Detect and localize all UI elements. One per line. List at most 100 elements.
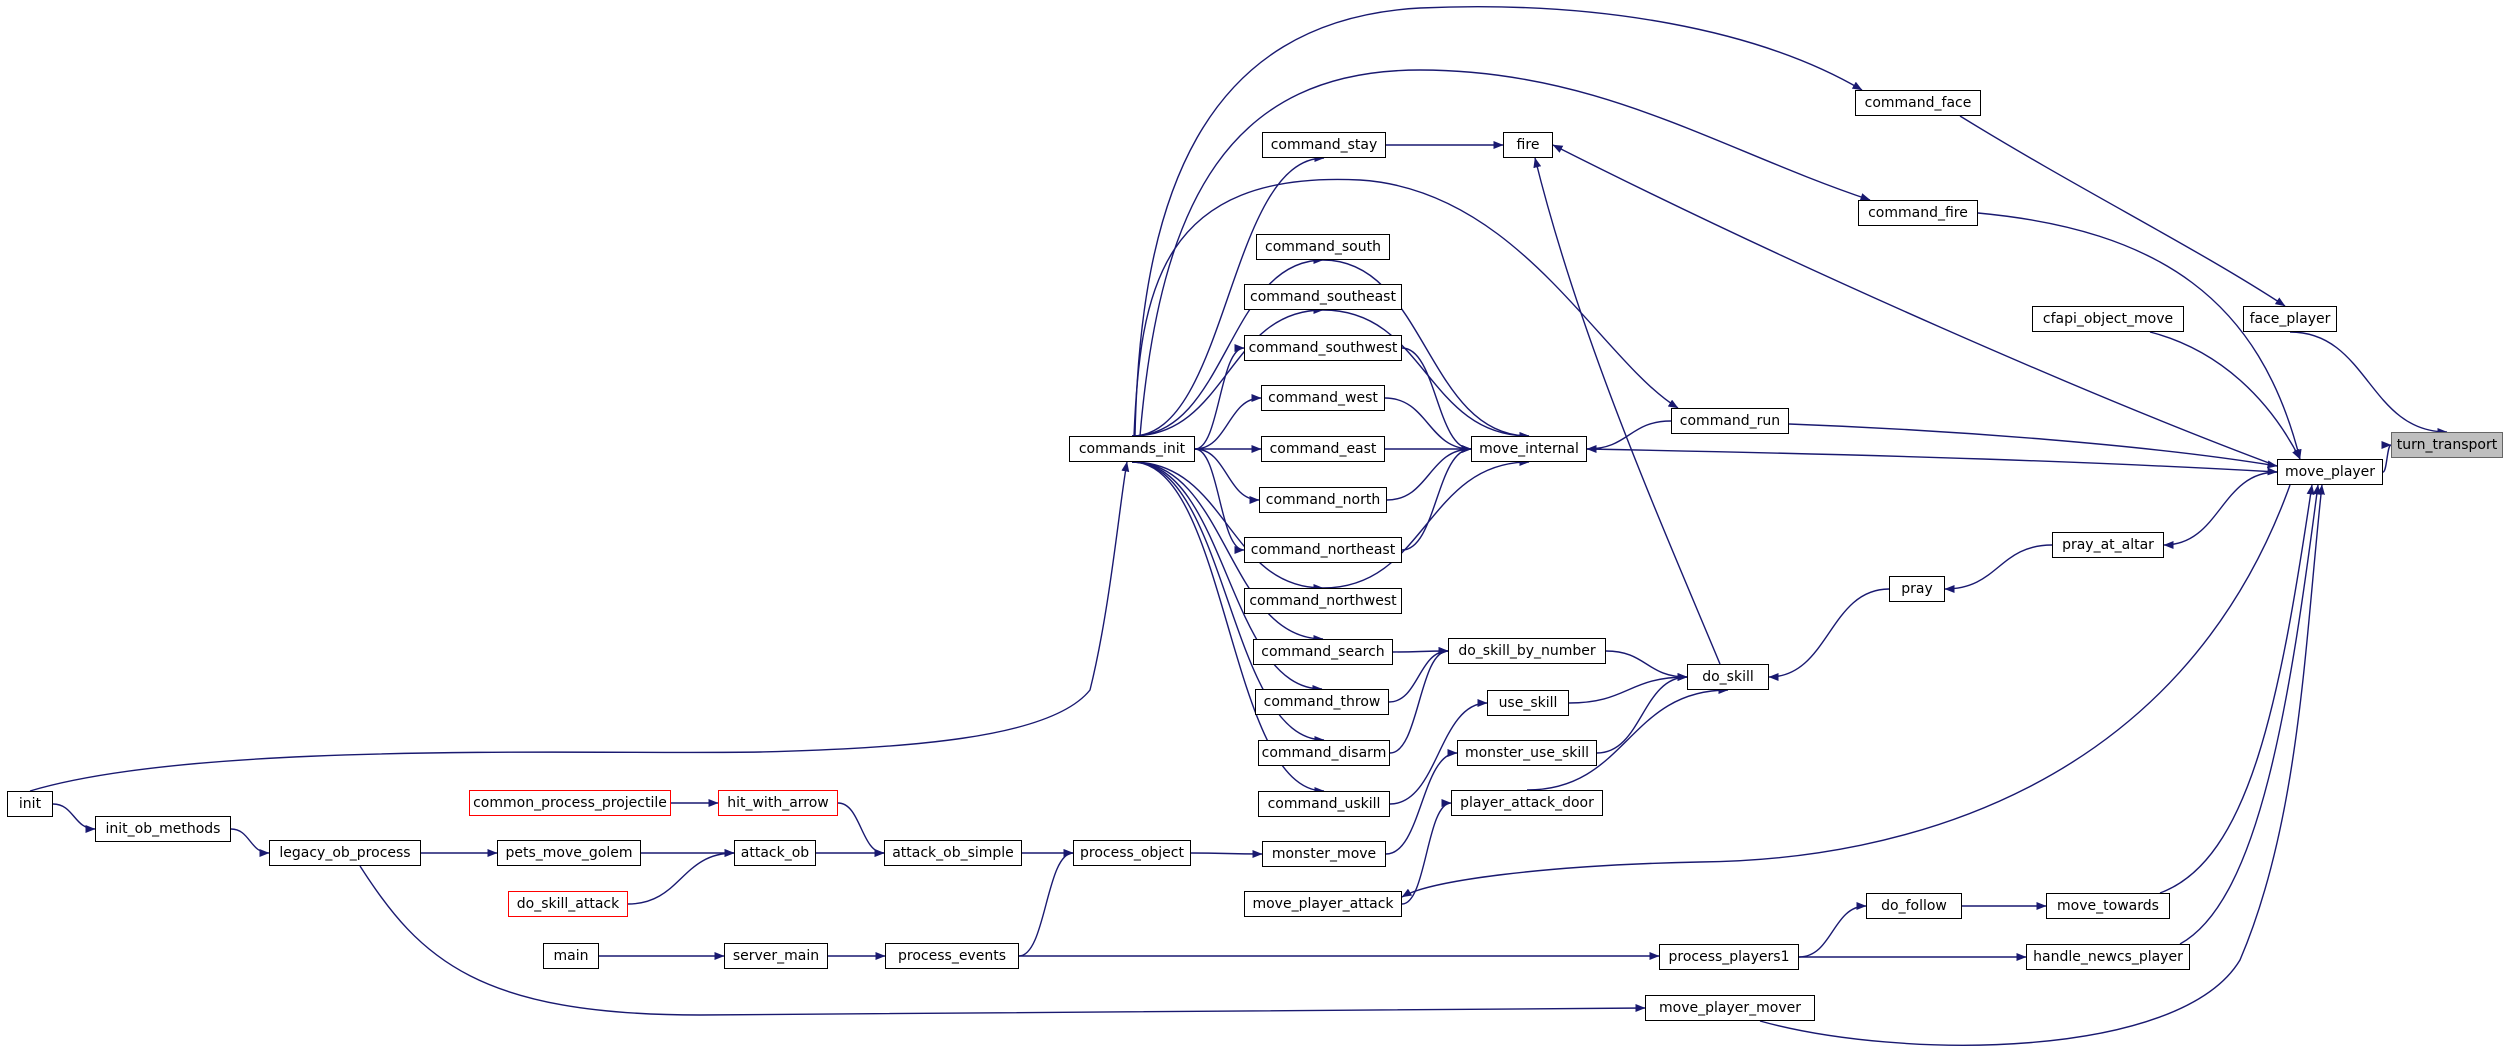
- node-do_skill[interactable]: do_skill: [1687, 664, 1769, 690]
- edge-use_skill-to-do_skill: [1568, 673, 1688, 704]
- edge-commands_init-to-command_face: [1134, 6, 1863, 437]
- node-command_southwest[interactable]: command_southwest: [1244, 335, 1402, 361]
- node-commands_init[interactable]: commands_init: [1069, 436, 1195, 462]
- node-process_players1[interactable]: process_players1: [1659, 944, 1799, 970]
- node-command_throw[interactable]: command_throw: [1255, 689, 1389, 715]
- edge-command_face-to-face_player: [1959, 115, 2286, 307]
- edge-player_attack_door-to-do_skill: [1526, 686, 1729, 791]
- node-server_main[interactable]: server_main: [724, 943, 828, 969]
- node-do_skill_attack[interactable]: do_skill_attack: [508, 891, 628, 917]
- edge-init-to-init_ob_methods: [52, 803, 96, 833]
- edge-pray_at_altar-to-pray: [1944, 544, 2053, 593]
- edge-process_object-to-monster_move: [1190, 849, 1263, 858]
- edge-commands_init-to-command_disarm: [1131, 461, 1325, 744]
- edge-monster_move-to-monster_use_skill: [1385, 749, 1458, 855]
- node-move_player[interactable]: move_player: [2277, 459, 2383, 485]
- edge-command_northwest-to-move_internal: [1322, 458, 1530, 589]
- node-move_towards[interactable]: move_towards: [2046, 893, 2170, 919]
- node-command_east[interactable]: command_east: [1261, 436, 1385, 462]
- edge-commands_init-to-command_southwest: [1194, 344, 1245, 450]
- edge-face_player-to-turn_transport: [2289, 331, 2448, 436]
- node-pray[interactable]: pray: [1889, 576, 1945, 602]
- edge-command_uskill-to-use_skill: [1389, 699, 1488, 805]
- node-fire[interactable]: fire: [1503, 132, 1553, 158]
- edge-move_player-to-move_player_attack: [1401, 484, 2291, 898]
- node-init_ob_methods[interactable]: init_ob_methods: [95, 816, 231, 842]
- edge-commands_init-to-command_search: [1131, 461, 1324, 643]
- call-edges: [29, 6, 2448, 1046]
- edge-commands_init-to-command_northeast: [1194, 448, 1245, 554]
- node-command_uskill[interactable]: command_uskill: [1258, 791, 1390, 817]
- node-command_run[interactable]: command_run: [1671, 408, 1789, 434]
- edge-commands_init-to-command_west: [1194, 394, 1262, 450]
- node-handle_newcs_player[interactable]: handle_newcs_player: [2026, 944, 2190, 970]
- node-process_object[interactable]: process_object: [1073, 840, 1191, 866]
- edge-commands_init-to-command_run: [1133, 178, 1679, 437]
- node-monster_use_skill[interactable]: monster_use_skill: [1457, 740, 1597, 766]
- node-do_follow[interactable]: do_follow: [1866, 893, 1962, 919]
- node-cfapi_object_move[interactable]: cfapi_object_move: [2032, 306, 2184, 332]
- edge-do_skill_attack-to-attack_ob: [627, 849, 735, 905]
- edge-command_southeast-to-move_internal: [1322, 309, 1530, 440]
- node-use_skill[interactable]: use_skill: [1487, 690, 1569, 716]
- node-command_stay[interactable]: command_stay: [1262, 132, 1386, 158]
- node-process_events[interactable]: process_events: [885, 943, 1019, 969]
- edge-command_run-to-move_internal: [1586, 420, 1672, 453]
- edge-command_southwest-to-move_internal: [1401, 347, 1472, 453]
- node-face_player[interactable]: face_player: [2243, 306, 2337, 332]
- edge-commands_init-to-command_throw: [1131, 461, 1323, 693]
- edge-process_events-to-process_object: [1018, 849, 1074, 957]
- node-command_southeast[interactable]: command_southeast: [1244, 284, 1402, 310]
- edge-command_west-to-move_internal: [1384, 397, 1472, 453]
- node-main[interactable]: main: [543, 943, 599, 969]
- edge-hit_with_arrow-to-attack_ob_simple: [837, 802, 885, 857]
- edge-init_ob_methods-to-legacy_ob_process: [230, 828, 270, 857]
- node-command_west[interactable]: command_west: [1261, 385, 1385, 411]
- node-turn_transport: turn_transport: [2391, 432, 2503, 458]
- edge-commands_init-to-command_uskill: [1131, 461, 1325, 795]
- node-pray_at_altar[interactable]: pray_at_altar: [2052, 532, 2164, 558]
- node-init[interactable]: init: [7, 791, 53, 817]
- edge-command_run-to-move_player: [1788, 423, 2278, 469]
- edge-commands_init-to-command_north: [1194, 448, 1260, 504]
- edge-move_player_mover-to-move_player: [1759, 484, 2325, 1046]
- edge-commands_init-to-command_stay: [1131, 154, 1325, 437]
- edge-command_north-to-move_internal: [1386, 445, 1472, 501]
- edge-commands_init-to-command_southeast: [1131, 306, 1324, 437]
- node-command_northeast[interactable]: command_northeast: [1244, 537, 1402, 563]
- node-command_fire[interactable]: command_fire: [1858, 200, 1978, 226]
- edge-do_skill-to-fire: [1533, 157, 1721, 665]
- node-monster_move[interactable]: monster_move: [1262, 841, 1386, 867]
- node-common_process_projectile[interactable]: common_process_projectile: [469, 790, 671, 816]
- edge-monster_use_skill-to-do_skill: [1596, 673, 1688, 754]
- edge-command_disarm-to-do_skill_by_number: [1389, 647, 1449, 754]
- edge-move_player-to-turn_transport: [2381, 441, 2392, 473]
- node-attack_ob[interactable]: attack_ob: [734, 840, 816, 866]
- node-player_attack_door[interactable]: player_attack_door: [1451, 790, 1603, 816]
- node-move_internal[interactable]: move_internal: [1471, 436, 1587, 462]
- node-pets_move_golem[interactable]: pets_move_golem: [497, 840, 641, 866]
- node-move_player_attack[interactable]: move_player_attack: [1244, 891, 1402, 917]
- edge-fire-to-move_player: [1552, 144, 2278, 467]
- edge-pray-to-do_skill: [1768, 588, 1890, 681]
- node-attack_ob_simple[interactable]: attack_ob_simple: [884, 840, 1022, 866]
- node-command_face[interactable]: command_face: [1855, 90, 1981, 116]
- edge-commands_init-to-command_northwest: [1131, 461, 1324, 592]
- node-move_player_mover[interactable]: move_player_mover: [1645, 995, 1815, 1021]
- node-command_northwest[interactable]: command_northwest: [1244, 588, 1402, 614]
- edge-commands_init-to-command_south: [1131, 256, 1324, 437]
- edge-cfapi_object_move-to-move_player: [2149, 331, 2301, 460]
- node-command_south[interactable]: command_south: [1256, 234, 1390, 260]
- node-command_north[interactable]: command_north: [1259, 487, 1387, 513]
- node-do_skill_by_number[interactable]: do_skill_by_number: [1448, 638, 1606, 664]
- node-hit_with_arrow[interactable]: hit_with_arrow: [718, 790, 838, 816]
- edge-move_towards-to-move_player: [2159, 484, 2315, 894]
- node-command_search[interactable]: command_search: [1253, 639, 1393, 665]
- edge-command_fire-to-move_player: [1977, 212, 2302, 460]
- edge-do_skill_by_number-to-do_skill: [1605, 650, 1688, 681]
- edge-init-to-commands_init: [29, 461, 1130, 792]
- node-command_disarm[interactable]: command_disarm: [1258, 740, 1390, 766]
- node-legacy_ob_process[interactable]: legacy_ob_process: [269, 840, 421, 866]
